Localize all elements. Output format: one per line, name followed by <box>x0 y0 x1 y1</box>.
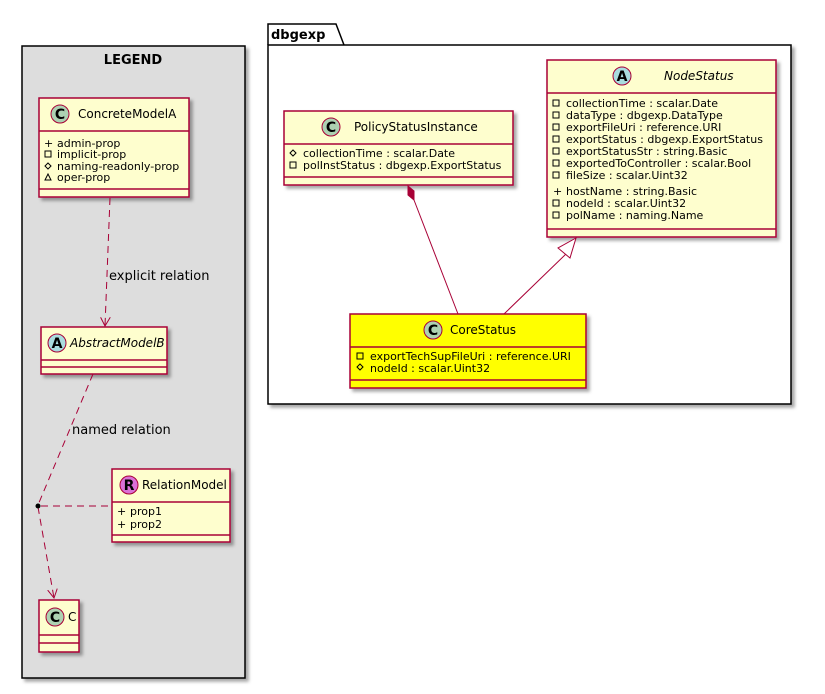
policy-status-instance-class[interactable]: C PolicyStatusInstance collectionTime : … <box>283 110 514 186</box>
named-relation-edge: named relation <box>35 373 171 598</box>
member: fileSize : scalar.Uint32 <box>566 169 688 182</box>
member-prop2: prop2 <box>130 518 162 531</box>
class-icon <box>321 117 341 137</box>
visibility-public-icon: + <box>117 518 126 531</box>
visibility-private-icon <box>552 199 560 207</box>
member: exportedToController : scalar.Bool <box>566 157 751 170</box>
member: collectionTime : scalar.Date <box>566 97 718 110</box>
abstract-icon <box>612 66 632 86</box>
member: exportTechSupFileUri : reference.URI <box>370 350 571 363</box>
visibility-protected-icon <box>356 363 364 371</box>
composition-edge <box>407 184 459 315</box>
class-stereotype: A <box>617 69 628 85</box>
member: exportStatusStr : string.Basic <box>566 145 727 158</box>
visibility-private-icon <box>552 123 560 131</box>
visibility-private-icon <box>289 161 297 169</box>
visibility-package-icon <box>44 172 52 181</box>
abstract-icon <box>47 333 67 353</box>
concrete-model-class[interactable]: C ConcreteModelA + admin-prop implicit-p… <box>38 97 190 198</box>
member: exportFileUri : reference.URI <box>566 121 721 134</box>
legend-title: LEGEND <box>104 53 163 68</box>
explicit-relation-edge: explicit relation <box>105 197 209 326</box>
visibility-private-icon <box>356 352 364 360</box>
class-stereotype: C <box>55 107 65 123</box>
member-prop1: prop1 <box>130 505 162 518</box>
class-stereotype: R <box>124 478 135 494</box>
visibility-private-icon <box>552 111 560 119</box>
class-name: AbstractModelB <box>69 336 165 350</box>
member-oper-prop: oper-prop <box>57 171 110 184</box>
class-name: NodeStatus <box>664 69 734 83</box>
class-stereotype: A <box>52 336 63 352</box>
visibility-private-icon <box>552 147 560 155</box>
relation-icon <box>119 475 139 495</box>
node-status-class[interactable]: A NodeStatus collectionTime : scalar.Dat… <box>546 59 777 238</box>
visibility-private-icon <box>552 159 560 167</box>
visibility-public-icon: + <box>553 185 562 198</box>
class-name: PolicyStatusInstance <box>354 120 478 134</box>
visibility-private-icon <box>44 150 52 158</box>
visibility-protected-icon <box>289 149 297 157</box>
package-name: dbgexp <box>271 28 325 43</box>
named-relation-label: named relation <box>72 423 171 438</box>
abstract-model-class[interactable]: A AbstractModelB <box>40 326 168 375</box>
class-icon <box>423 320 443 340</box>
visibility-private-icon <box>552 135 560 143</box>
member: dataType : dbgexp.DataType <box>566 109 723 122</box>
member-admin-prop: admin-prop <box>57 137 120 150</box>
core-status-class[interactable]: C CoreStatus exportTechSupFileUri : refe… <box>349 313 587 389</box>
visibility-private-icon <box>552 171 560 179</box>
member: exportStatus : dbgexp.ExportStatus <box>566 133 763 146</box>
member: collectionTime : scalar.Date <box>303 147 455 160</box>
visibility-public-icon: + <box>44 137 53 150</box>
class-stereotype: C <box>50 610 60 626</box>
class-name: RelationModel <box>142 478 227 492</box>
member-implicit-prop: implicit-prop <box>57 148 126 161</box>
member: polInstStatus : dbgexp.ExportStatus <box>303 159 502 172</box>
class-name: ConcreteModelA <box>78 107 177 121</box>
class-stereotype: C <box>428 323 438 339</box>
inheritance-triangle-icon <box>557 236 577 259</box>
class-name: CoreStatus <box>450 323 516 337</box>
visibility-private-icon <box>552 211 560 219</box>
member: polName : naming.Name <box>566 209 704 222</box>
member: hostName : string.Basic <box>566 185 697 198</box>
member: nodeId : scalar.Uint32 <box>370 362 490 375</box>
visibility-private-icon <box>552 99 560 107</box>
association-point <box>35 503 41 509</box>
explicit-relation-label: explicit relation <box>109 269 209 284</box>
class-stereotype: C <box>326 120 336 136</box>
visibility-protected-icon <box>44 162 52 170</box>
inheritance-edge <box>503 236 577 315</box>
class-icon <box>50 104 70 124</box>
visibility-public-icon: + <box>117 505 126 518</box>
member-naming-readonly-prop: naming-readonly-prop <box>57 160 179 173</box>
composition-diamond-icon <box>407 184 415 202</box>
class-name: C <box>68 610 76 624</box>
c-model-class[interactable]: C C <box>38 599 80 653</box>
relation-model-class[interactable]: R RelationModel + prop1 + prop2 <box>111 468 231 543</box>
member-list: collectionTime : scalar.Date dataType : … <box>552 97 763 222</box>
member: nodeId : scalar.Uint32 <box>566 197 686 210</box>
class-icon <box>45 607 65 627</box>
